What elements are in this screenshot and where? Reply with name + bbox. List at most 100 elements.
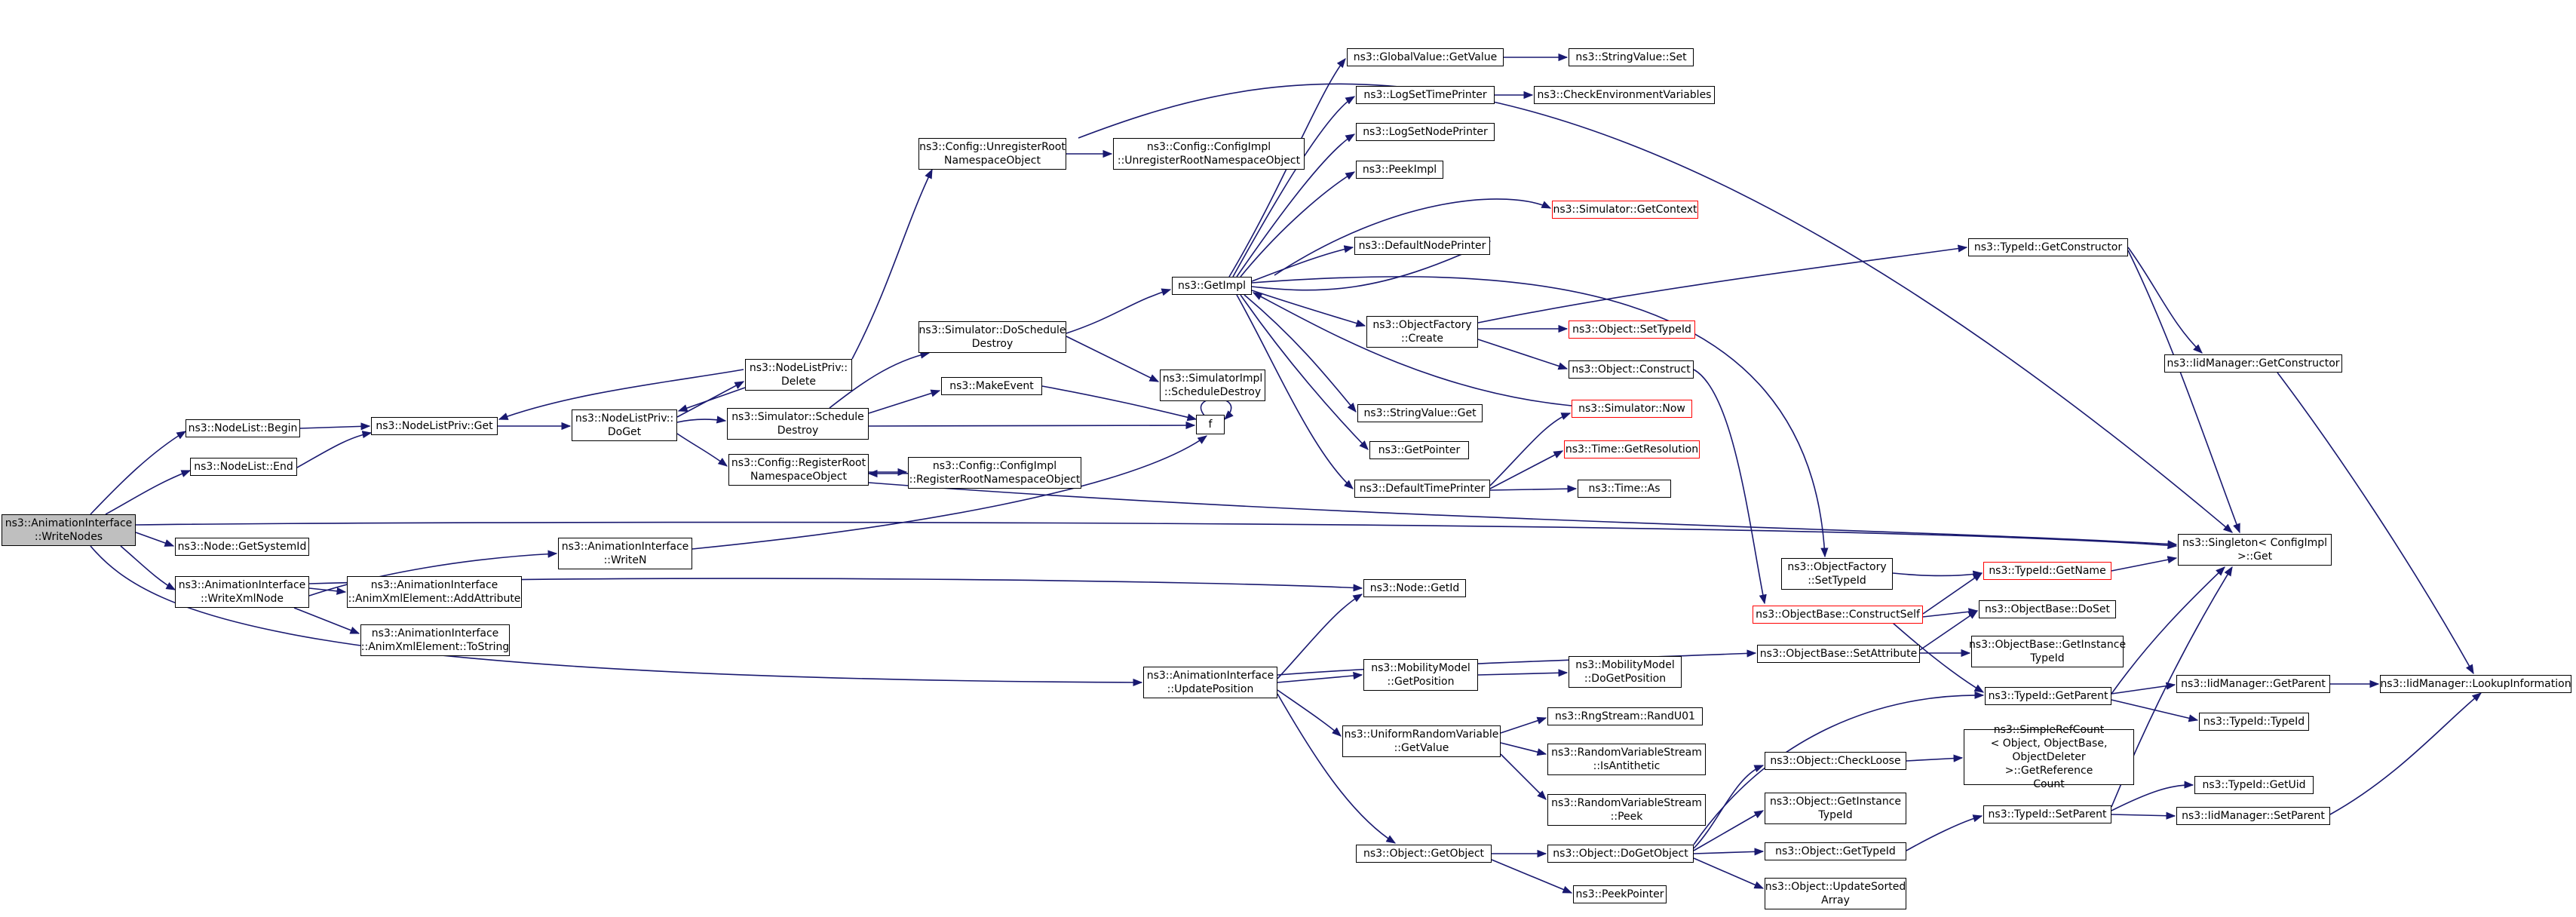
- call-edge: [1693, 848, 1765, 856]
- call-edge: [2127, 250, 2240, 534]
- node-object-construct[interactable]: ns3::Object::Construct: [1569, 360, 1694, 379]
- call-edge: [105, 470, 192, 515]
- node-getimpl[interactable]: ns3::GetImpl: [1172, 277, 1252, 295]
- call-edge: [135, 521, 2178, 550]
- node-objectbase-constructself[interactable]: ns3::ObjectBase::ConstructSelf: [1753, 606, 1923, 624]
- call-edge: [1277, 671, 1363, 683]
- call-edge: [2111, 682, 2176, 695]
- node-typeid-setparent[interactable]: ns3::TypeId::SetParent: [1983, 805, 2111, 823]
- call-edge: [1477, 339, 1569, 370]
- node-globalvalue-getvalue[interactable]: ns3::GlobalValue::GetValue: [1347, 48, 1504, 66]
- node-objectbase-doset[interactable]: ns3::ObjectBase::DoSet: [1979, 600, 2116, 618]
- node-animationinterface-writen[interactable]: ns3::AnimationInterface ::WriteN: [558, 538, 692, 569]
- call-edge: [1919, 610, 1979, 651]
- node-object-dogetobject[interactable]: ns3::Object::DoGetObject: [1547, 845, 1694, 863]
- call-edge: [1252, 292, 1572, 406]
- node-objectbase-getinstancetypeid[interactable]: ns3::ObjectBase::GetInstance TypeId: [1969, 636, 2126, 667]
- node-mobilitymodel-getposition[interactable]: ns3::MobilityModel ::GetPosition: [1363, 659, 1478, 691]
- node-object-getinstancetypeid[interactable]: ns3::Object::GetInstance TypeId: [1765, 793, 1906, 824]
- node-node-getid[interactable]: ns3::Node::GetId: [1363, 579, 1466, 597]
- call-edge: [1477, 669, 1569, 677]
- node-animxmlelement-addattribute[interactable]: ns3::AnimationInterface ::AnimXmlElement…: [347, 576, 522, 608]
- node-defaultnodeprinter[interactable]: ns3::DefaultNodePrinter: [1354, 237, 1490, 255]
- call-edge: [1491, 859, 1573, 894]
- call-edge: [1693, 857, 1765, 889]
- call-edge: [868, 482, 2178, 548]
- node-configimpl-unregisterrootnamespaceobject[interactable]: ns3::Config::ConfigImpl ::UnregisterRoot…: [1113, 138, 1305, 170]
- call-edge: [2111, 811, 2176, 820]
- node-config-unregisterrootnamespaceobject[interactable]: ns3::Config::UnregisterRoot NamespaceObj…: [918, 138, 1066, 170]
- node-typeid-getparent[interactable]: ns3::TypeId::GetParent: [1985, 687, 2111, 705]
- call-edge: [1693, 765, 1765, 849]
- call-edge: [1274, 198, 1552, 276]
- call-edge: [2111, 556, 2178, 572]
- node-typeid-getname[interactable]: ns3::TypeId::GetName: [1983, 562, 2111, 580]
- node-uniformrandomvariable-getvalue[interactable]: ns3::UniformRandomVariable ::GetValue: [1342, 725, 1501, 757]
- node-peekimpl[interactable]: ns3::PeekImpl: [1356, 161, 1443, 179]
- call-edge: [868, 389, 941, 414]
- node-time-as[interactable]: ns3::Time::As: [1578, 480, 1671, 498]
- node-object-checkloose[interactable]: ns3::Object::CheckLoose: [1765, 752, 1906, 770]
- node-simulator-getcontext[interactable]: ns3::Simulator::GetContext: [1552, 201, 1698, 219]
- node-peekpointer[interactable]: ns3::PeekPointer: [1573, 885, 1667, 903]
- node-nodelistpriv-doget[interactable]: ns3::NodeListPriv:: DoGet: [572, 409, 677, 441]
- call-edge: [1251, 245, 1354, 282]
- node-randomvariablestream-isantithetic[interactable]: ns3::RandomVariableStream ::IsAntithetic: [1547, 744, 1706, 775]
- node-nodelistpriv-get[interactable]: ns3::NodeListPriv::Get: [371, 417, 498, 435]
- node-stringvalue-get[interactable]: ns3::StringValue::Get: [1357, 404, 1483, 422]
- node-iidmanager-lookupinformation[interactable]: ns3::IidManager::LookupInformation: [2380, 675, 2571, 693]
- node-typeid-typeid[interactable]: ns3::TypeId::TypeId: [2199, 713, 2309, 731]
- node-object-updatesortedarray[interactable]: ns3::Object::UpdateSorted Array: [1765, 878, 1906, 909]
- node-f[interactable]: f: [1196, 415, 1225, 434]
- call-edge: [1277, 593, 1363, 679]
- node-makeevent[interactable]: ns3::MakeEvent: [941, 377, 1042, 395]
- node-defaulttimeprinter[interactable]: ns3::DefaultTimePrinter: [1354, 480, 1490, 498]
- node-nodelist-begin[interactable]: ns3::NodeList::Begin: [186, 419, 300, 437]
- node-node-getsystemid[interactable]: ns3::Node::GetSystemId: [175, 538, 309, 556]
- node-object-getobject[interactable]: ns3::Object::GetObject: [1356, 845, 1492, 863]
- node-objectfactory-create[interactable]: ns3::ObjectFactory ::Create: [1366, 316, 1478, 348]
- call-edge: [1500, 742, 1547, 756]
- node-objectfactory-settypeid[interactable]: ns3::ObjectFactory ::SetTypeId: [1781, 558, 1893, 590]
- node-randomvariablestream-peek[interactable]: ns3::RandomVariableStream ::Peek: [1547, 794, 1706, 826]
- node-nodelist-end[interactable]: ns3::NodeList::End: [190, 458, 297, 476]
- node-animationinterface-updateposition[interactable]: ns3::AnimationInterface ::UpdatePosition: [1143, 667, 1277, 698]
- call-edge: [120, 545, 176, 590]
- node-config-registerrootnamespaceobject[interactable]: ns3::Config::RegisterRoot NamespaceObjec…: [728, 454, 869, 486]
- node-getpointer[interactable]: ns3::GetPointer: [1369, 441, 1469, 459]
- call-edge: [1500, 716, 1547, 734]
- node-logsetnodeprinter[interactable]: ns3::LogSetNodePrinter: [1356, 123, 1495, 141]
- node-stringvalue-set[interactable]: ns3::StringValue::Set: [1569, 48, 1694, 66]
- call-edge: [90, 545, 1143, 687]
- call-edge: [1066, 288, 1172, 334]
- node-iidmanager-setparent[interactable]: ns3::IidManager::SetParent: [2176, 807, 2330, 825]
- node-objectbase-setattribute[interactable]: ns3::ObjectBase::SetAttribute: [1757, 645, 1920, 663]
- node-animxmlelement-tostring[interactable]: ns3::AnimationInterface ::AnimXmlElement…: [360, 624, 510, 656]
- call-edge: [1489, 485, 1578, 493]
- node-object-settypeid[interactable]: ns3::Object::SetTypeId: [1569, 320, 1695, 339]
- node-iidmanager-getconstructor[interactable]: ns3::IidManager::GetConstructor: [2164, 354, 2342, 373]
- node-iidmanager-getparent[interactable]: ns3::IidManager::GetParent: [2176, 675, 2330, 693]
- node-checkenvironmentvariables[interactable]: ns3::CheckEnvironmentVariables: [1534, 86, 1715, 104]
- node-typeid-getconstructor[interactable]: ns3::TypeId::GetConstructor: [1968, 238, 2128, 256]
- node-singleton-configimpl-get[interactable]: ns3::Singleton< ConfigImpl >::Get: [2178, 534, 2332, 566]
- node-animationinterface-writexmlnode[interactable]: ns3::AnimationInterface ::WriteXmlNode: [175, 576, 309, 608]
- node-typeid-getuid[interactable]: ns3::TypeId::GetUid: [2194, 776, 2314, 794]
- call-edge: [1041, 385, 1198, 422]
- node-simplerefcount-getreferencecount[interactable]: ns3::SimpleRefCount < Object, ObjectBase…: [1964, 724, 2134, 790]
- node-simulatorimpl-scheduledestroy[interactable]: ns3::SimulatorImpl ::ScheduleDestroy: [1160, 370, 1265, 401]
- call-edge: [90, 431, 187, 515]
- node-logsettimeprinter[interactable]: ns3::LogSetTimePrinter: [1356, 86, 1495, 104]
- call-edge: [1236, 294, 1354, 489]
- node-mobilitymodel-dogetposition[interactable]: ns3::MobilityModel ::DoGetPosition: [1569, 656, 1682, 688]
- node-nodelistpriv-delete[interactable]: ns3::NodeListPriv:: Delete: [745, 359, 852, 391]
- node-simulator-doscheduledestroy[interactable]: ns3::Simulator::DoSchedule Destroy: [918, 321, 1066, 353]
- node-time-getresolution[interactable]: ns3::Time::GetResolution: [1564, 440, 1700, 458]
- node-simulator-scheduledestroy[interactable]: ns3::Simulator::Schedule Destroy: [727, 408, 869, 440]
- node-rngstream-randu01[interactable]: ns3::RngStream::RandU01: [1547, 707, 1703, 725]
- call-edge: [296, 431, 373, 468]
- call-edge: [1277, 693, 1397, 844]
- node-configimpl-registerrootnamespaceobject[interactable]: ns3::Config::ConfigImpl ::RegisterRootNa…: [908, 457, 1081, 489]
- node-object-gettypeid[interactable]: ns3::Object::GetTypeId: [1765, 842, 1906, 860]
- node-simulator-now[interactable]: ns3::Simulator::Now: [1572, 400, 1692, 418]
